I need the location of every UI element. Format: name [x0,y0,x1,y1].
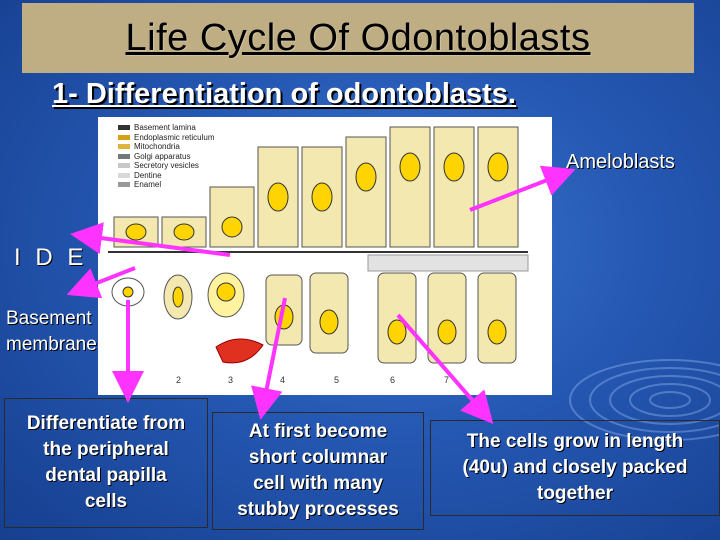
basement-membrane-label: Basement membrane [6,306,97,358]
cell-shape [389,126,431,248]
ide-label: I D E [14,244,88,271]
slide-title: Life Cycle Of Odontoblasts [125,16,591,59]
box-line: stubby processes [237,499,399,520]
cell-shape [433,126,475,248]
box-line: the peripheral [43,439,169,460]
basement-label-line: Basement [6,308,92,329]
legend-label: Enamel [134,180,162,189]
legend-swatch [118,172,130,178]
nucleus-shape [487,152,509,182]
title-banner: Life Cycle Of Odontoblasts [22,3,694,73]
nucleus-shape [172,286,184,308]
nucleus-shape [487,319,507,345]
nucleus-shape [125,223,147,241]
legend-label: Golgi apparatus [134,151,191,161]
legend-label: Basement lamina [134,123,196,132]
nucleus-shape [399,152,421,182]
grow-length-box: The cells grow in length (40u) and close… [430,420,720,516]
cell-row-bottom [111,272,517,364]
stage-number: 6 [390,375,396,385]
legend-swatch [118,134,130,140]
box-line: At first become [248,421,388,442]
legend-swatch [118,163,130,169]
stage-number: 7 [444,375,450,385]
ameloblasts-label: Ameloblasts [566,151,675,173]
box-line: (40u) and closely packed [462,457,688,478]
legend-item: Secretory vesicles [118,161,214,171]
legend-swatch [118,125,130,131]
membrane-label-line: membrane [6,334,97,355]
nucleus-shape [437,319,457,345]
box-line: cell with many [253,473,383,494]
box-line: short columnar [248,447,388,468]
cell-shape [377,272,417,364]
nucleus-shape [267,182,289,212]
legend-label: Dentine [134,170,162,180]
box-line: The cells grow in length [466,431,684,452]
red-cell-shape [215,338,264,364]
stage-number: 4 [280,375,286,385]
stage-number: 5 [334,375,340,385]
nucleus-shape [122,286,134,298]
box-line: cells [84,491,128,512]
cell-shape [427,272,467,364]
box-line: Differentiate from [26,413,186,434]
legend-item: Enamel [118,180,214,190]
nucleus-shape [319,309,339,335]
legend-swatch [118,182,130,188]
cell-shape [477,272,517,364]
legend-label: Mitochondria [134,142,180,151]
legend-item: Golgi apparatus [118,152,214,162]
legend-item: Mitochondria [118,142,214,152]
legend-item: Dentine [118,171,214,181]
nucleus-shape [221,216,243,238]
slide-subtitle: 1- Differentiation of odontoblasts. [52,78,516,110]
box-line: together [537,483,613,504]
nucleus-shape [216,282,236,302]
differentiate-box: Differentiate from the peripheral dental… [4,398,208,528]
cell-shape [345,136,387,248]
nucleus-shape [355,162,377,192]
stage-number: 3 [228,375,234,385]
cell-shape [477,126,519,248]
nucleus-shape [311,182,333,212]
legend-label: Endoplasmic reticulum [134,132,215,142]
legend-label: Secretory vesicles [134,161,199,170]
nucleus-shape [387,319,407,345]
stage-number: 2 [176,375,182,385]
legend-item: Basement lamina [118,123,214,133]
nucleus-shape [443,152,465,182]
legend-swatch [118,153,130,159]
nucleus-shape [173,223,195,241]
legend-item: Endoplasmic reticulum [118,133,214,143]
nucleus-shape [274,304,294,330]
short-columnar-box: At first become short columnar cell with… [212,412,424,530]
legend-swatch [118,144,130,150]
box-line: dental papilla [45,465,167,486]
water-ripple-decoration [569,359,720,441]
dentine-layer [367,254,529,272]
